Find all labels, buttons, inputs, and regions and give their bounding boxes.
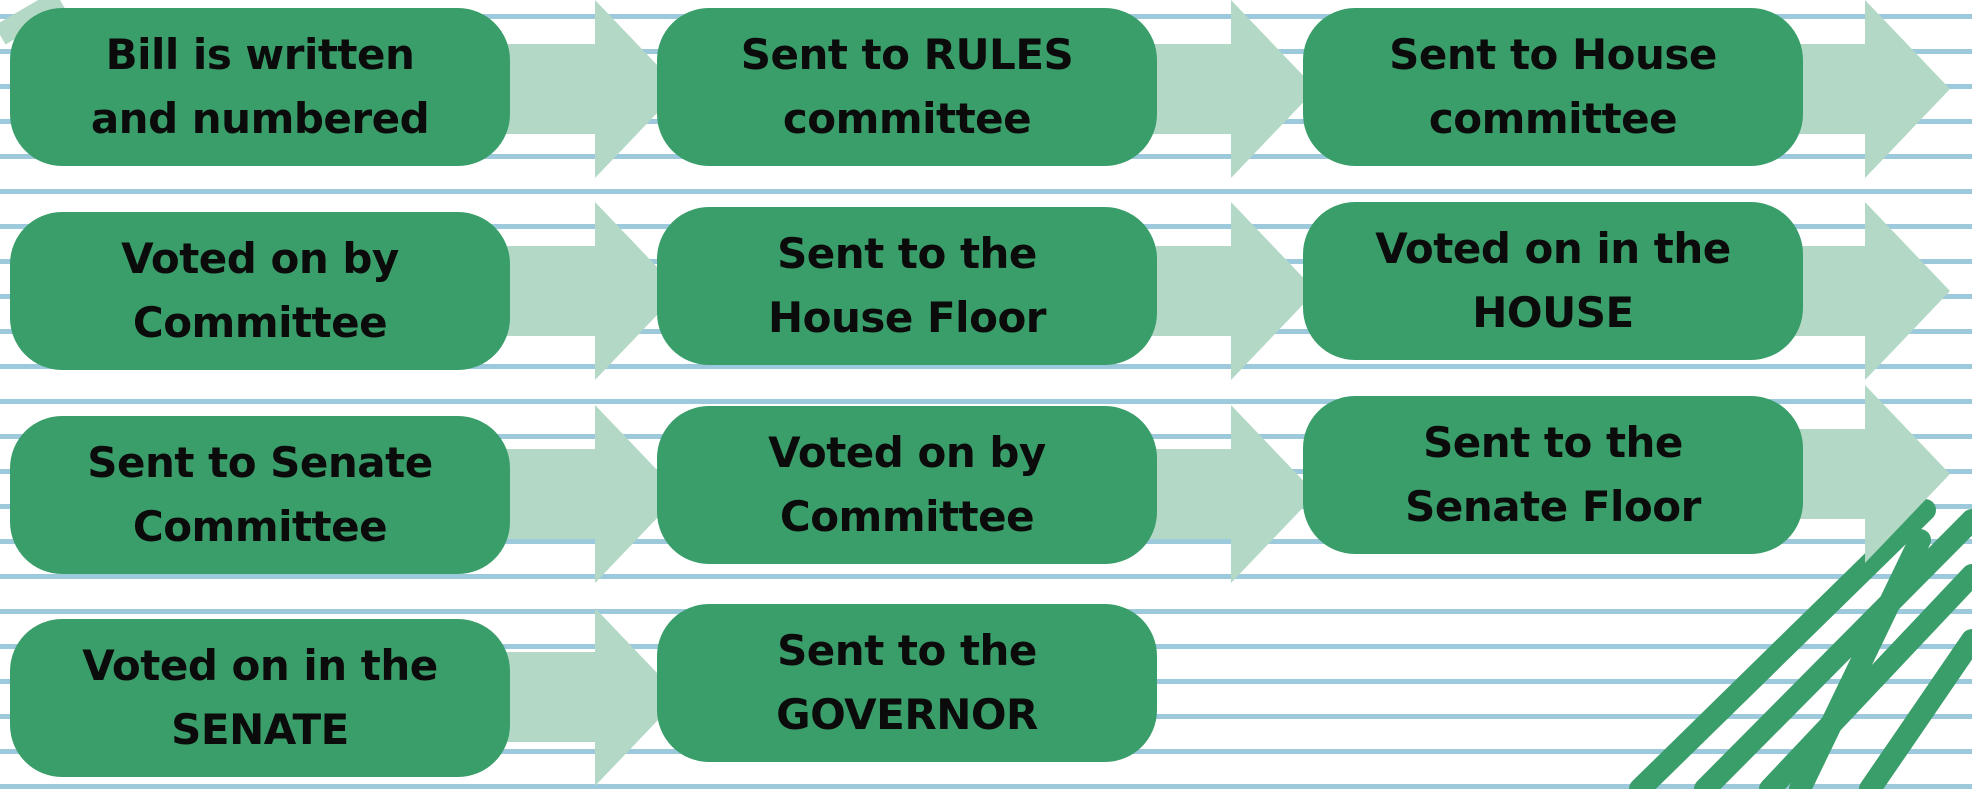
step-bill-written: Bill is written and numbered [10,8,510,166]
flow-arrow [1136,0,1316,178]
step-house-floor: Sent to the House Floor [657,207,1157,365]
step-house-vote: Voted on in the HOUSE [1303,202,1803,360]
flow-arrow [1136,405,1316,583]
step-house-committee: Sent to House committee [1303,8,1803,166]
arrow-right-icon [500,405,680,583]
flow-arrow [1136,202,1316,380]
step-label: Bill is written and numbered [90,30,430,143]
step-senate-committee: Sent to Senate Committee [10,416,510,574]
arrow-right-icon [500,202,680,380]
step-label: Sent to the House Floor [767,229,1047,342]
flow-arrow [500,405,680,583]
arrow-right-icon [1136,202,1316,380]
step-label: Sent to House committee [1389,30,1717,143]
step-label: Sent to Senate Committee [87,438,433,551]
arrow-right-icon [1136,0,1316,178]
arrow-right-icon [1770,202,1950,380]
step-label: Sent to the GOVERNOR [776,626,1038,739]
flow-arrow [1770,385,1950,563]
flow-arrow [500,608,680,786]
step-senate-floor: Sent to the Senate Floor [1303,396,1803,554]
step-senate-committee-vote: Voted on by Committee [657,406,1157,564]
step-label: Sent to RULES committee [740,30,1074,143]
step-governor: Sent to the GOVERNOR [657,604,1157,762]
step-label: Sent to the Senate Floor [1405,418,1701,531]
arrow-right-icon [1770,0,1950,178]
step-senate-vote: Voted on in the SENATE [10,619,510,777]
flow-arrow [500,0,680,178]
step-rules-committee: Sent to RULES committee [657,8,1157,166]
step-label: Voted on in the HOUSE [1375,224,1731,337]
step-label: Voted on in the SENATE [82,641,438,754]
step-label: Voted on by Committee [768,428,1046,541]
flow-arrow [1770,202,1950,380]
flow-arrow [500,202,680,380]
arrow-right-icon [500,0,680,178]
arrow-right-icon [1770,385,1950,563]
arrow-right-icon [500,608,680,786]
flow-arrow [1770,0,1950,178]
arrow-right-icon [1136,405,1316,583]
step-label: Voted on by Committee [121,234,399,347]
step-committee-vote: Voted on by Committee [10,212,510,370]
